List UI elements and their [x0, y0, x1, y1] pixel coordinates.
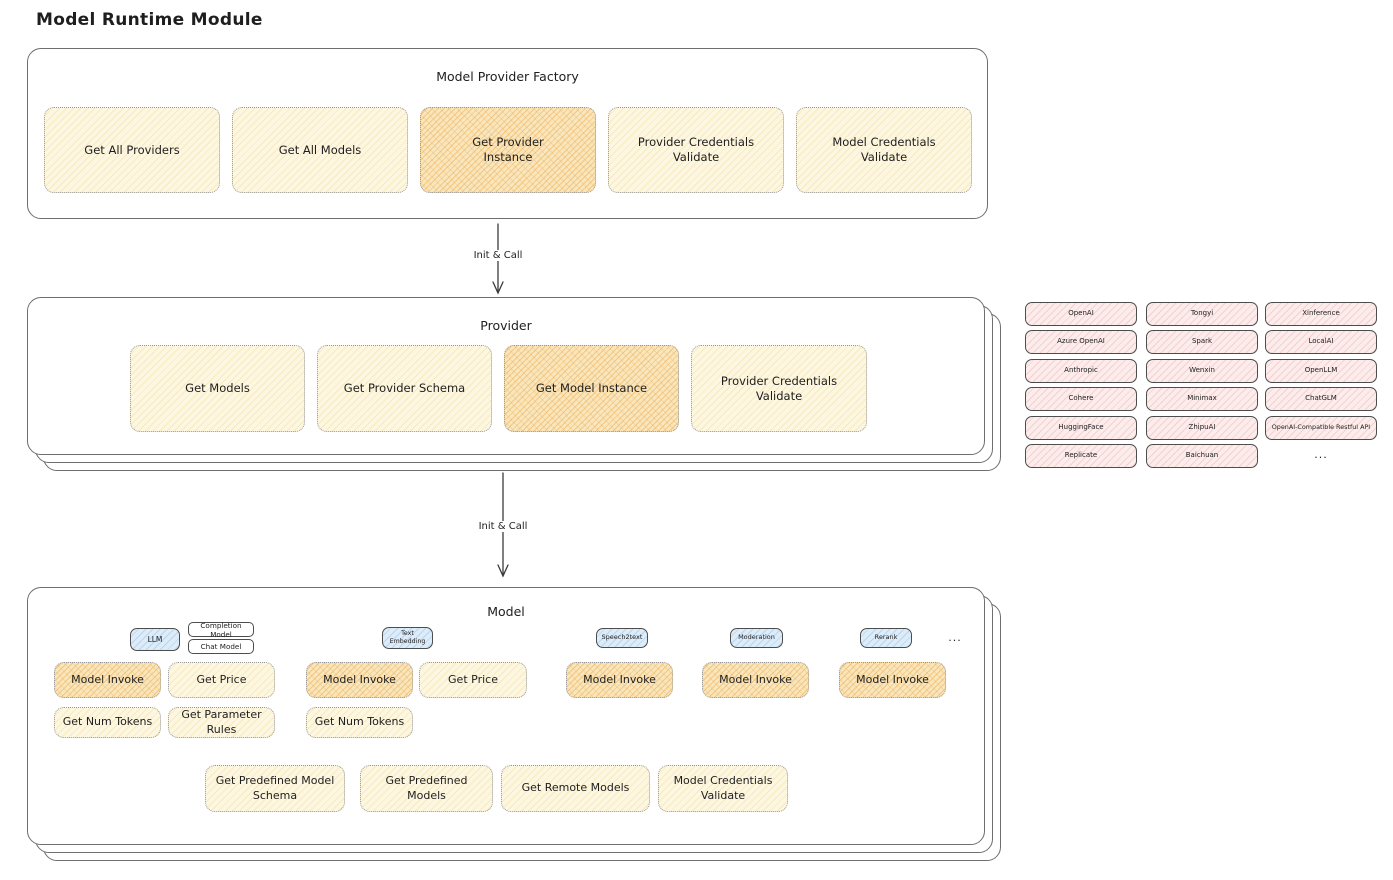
llm-get-num-tokens: Get Num Tokens	[54, 707, 161, 738]
model-types-more-dots: ...	[948, 631, 962, 644]
provider-item-wenxin: Wenxin	[1146, 359, 1258, 383]
provider-item-baichuan: Baichuan	[1146, 444, 1258, 468]
provider-title: Provider	[480, 318, 532, 333]
provider-item-zhipuai: ZhipuAI	[1146, 416, 1258, 440]
factory-get-all-models: Get All Models	[232, 107, 408, 193]
arrow2-label: Init & Call	[453, 521, 553, 532]
factory-title: Model Provider Factory	[436, 69, 579, 84]
provider-item-xinference: Xinference	[1265, 302, 1377, 326]
provider-item-cohere: Cohere	[1025, 387, 1137, 411]
provider-get-models: Get Models	[130, 345, 305, 432]
factory-get-provider-instance: Get Provider Instance	[420, 107, 596, 193]
arrow1-label: Init & Call	[448, 250, 548, 261]
provider-item-spark: Spark	[1146, 330, 1258, 354]
provider-item-replicate: Replicate	[1025, 444, 1137, 468]
model-type-completion-model: Completion Model	[188, 621, 254, 639]
provider-item-anthropic: Anthropic	[1025, 359, 1137, 383]
model-title: Model	[487, 604, 525, 619]
factory-provider-credentials-validate: Provider Credentials Validate	[608, 107, 784, 193]
llm-get-price: Get Price	[168, 662, 275, 698]
provider-item-openai-compatible-restful-api: OpenAI-Compatible Restful API	[1265, 416, 1377, 440]
provider-item-minimax: Minimax	[1146, 387, 1258, 411]
embedding-get-price: Get Price	[419, 662, 527, 698]
provider-list-more-dots: ...	[1314, 448, 1328, 461]
model-type-speech2text: Speech2text	[596, 628, 648, 648]
model-type-llm: LLM	[130, 628, 180, 651]
diagram-title: Model Runtime Module	[36, 10, 263, 30]
provider-provider-credentials-validate: Provider Credentials Validate	[691, 345, 867, 432]
provider-item-openllm: OpenLLM	[1265, 359, 1377, 383]
provider-item-tongyi: Tongyi	[1146, 302, 1258, 326]
provider-get-provider-schema: Get Provider Schema	[317, 345, 492, 432]
provider-item-azure-openai: Azure OpenAI	[1025, 330, 1137, 354]
model-type-moderation: Moderation	[730, 628, 783, 648]
get-remote-models: Get Remote Models	[501, 765, 650, 812]
provider-get-model-instance: Get Model Instance	[504, 345, 679, 432]
embedding-model-invoke: Model Invoke	[306, 662, 413, 698]
provider-item-localai: LocalAI	[1265, 330, 1377, 354]
model-type-rerank: Rerank	[860, 628, 912, 648]
provider-item-openai: OpenAI	[1025, 302, 1137, 326]
model-type-chat-model: Chat Model	[188, 639, 254, 654]
provider-item-chatglm: ChatGLM	[1265, 387, 1377, 411]
llm-get-parameter-rules: Get Parameter Rules	[168, 707, 275, 738]
factory-model-credentials-validate: Model Credentials Validate	[796, 107, 972, 193]
get-predefined-model-schema: Get Predefined Model Schema	[205, 765, 345, 812]
embedding-get-num-tokens: Get Num Tokens	[306, 707, 413, 738]
llm-model-invoke: Model Invoke	[54, 662, 161, 698]
factory-get-all-providers: Get All Providers	[44, 107, 220, 193]
model-type-text-embedding: Text Embedding	[382, 627, 433, 649]
get-predefined-models: Get Predefined Models	[360, 765, 493, 812]
provider-item-huggingface: HuggingFace	[1025, 416, 1137, 440]
model-credentials-validate: Model Credentials Validate	[658, 765, 788, 812]
moderation-model-invoke: Model Invoke	[702, 662, 809, 698]
speech2text-model-invoke: Model Invoke	[566, 662, 673, 698]
rerank-model-invoke: Model Invoke	[839, 662, 946, 698]
